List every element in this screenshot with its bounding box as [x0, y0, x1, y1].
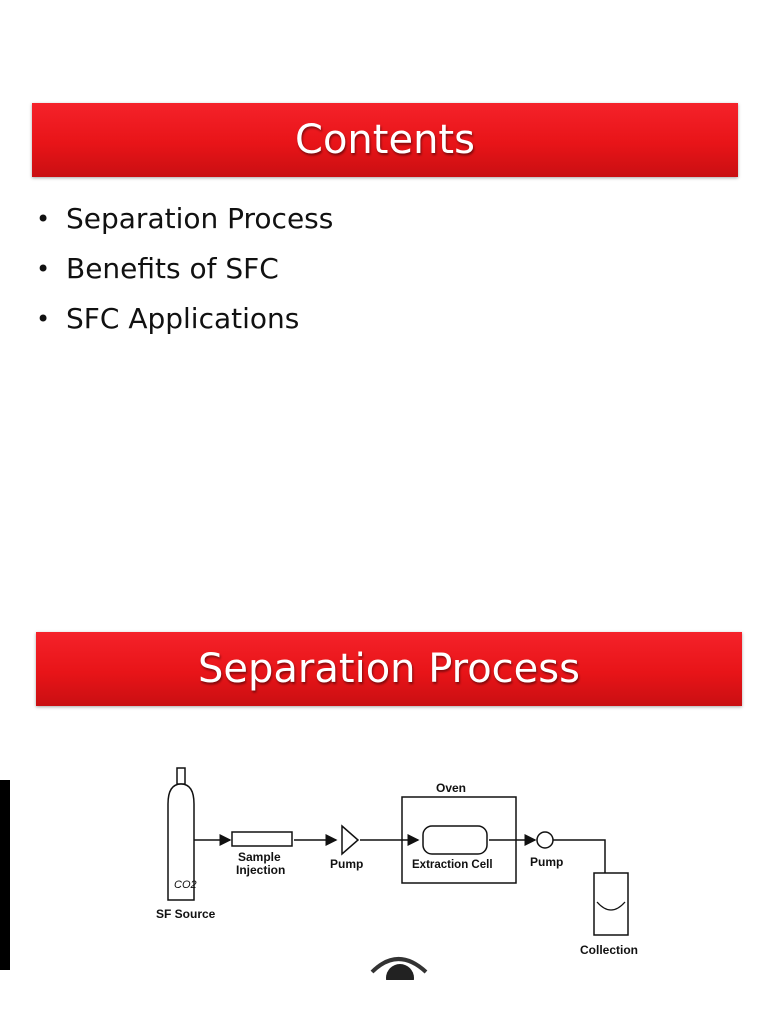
- left-edge-bar: [0, 780, 10, 970]
- pump1-label: Pump: [330, 857, 363, 871]
- collection-label: Collection: [580, 943, 638, 957]
- bullet-icon: •: [36, 205, 51, 233]
- collection-vessel-icon: [593, 872, 629, 936]
- oven-label: Oven: [436, 781, 466, 795]
- list-item: • SFC Applications: [36, 294, 333, 344]
- list-item-label: Benefits of SFC: [66, 252, 279, 285]
- list-item-label: Separation Process: [66, 202, 334, 235]
- contents-title: Contents: [295, 117, 475, 163]
- sample-label-line2: Injection: [236, 863, 285, 877]
- watermark-seal-icon: [370, 957, 428, 980]
- pump2-label: Pump: [530, 855, 563, 869]
- co2-label: CO2: [174, 879, 197, 891]
- pump-icon: [341, 824, 360, 856]
- separation-title: Separation Process: [198, 646, 580, 692]
- extraction-cell-label: Extraction Cell: [412, 859, 493, 871]
- pump-icon: [536, 831, 554, 849]
- list-item: • Separation Process: [36, 194, 333, 244]
- sf-source-label: SF Source: [156, 907, 216, 921]
- co2-cylinder-icon: [167, 767, 195, 901]
- list-item: • Benefits of SFC: [36, 244, 333, 294]
- bullet-icon: •: [36, 255, 51, 283]
- sample-injection-box: [231, 831, 293, 847]
- sample-label-line1: Sample: [238, 850, 281, 864]
- bullet-icon: •: [36, 305, 51, 333]
- contents-banner: Contents: [32, 103, 738, 177]
- separation-banner: Separation Process: [36, 632, 742, 706]
- contents-list: • Separation Process • Benefits of SFC • SF…: [36, 194, 333, 344]
- list-item-label: SFC Applications: [66, 302, 300, 335]
- sfc-flow-diagram: CO2 SF Source Sample Injection Pump Oven…: [156, 767, 638, 980]
- extraction-cell-box: [422, 825, 488, 855]
